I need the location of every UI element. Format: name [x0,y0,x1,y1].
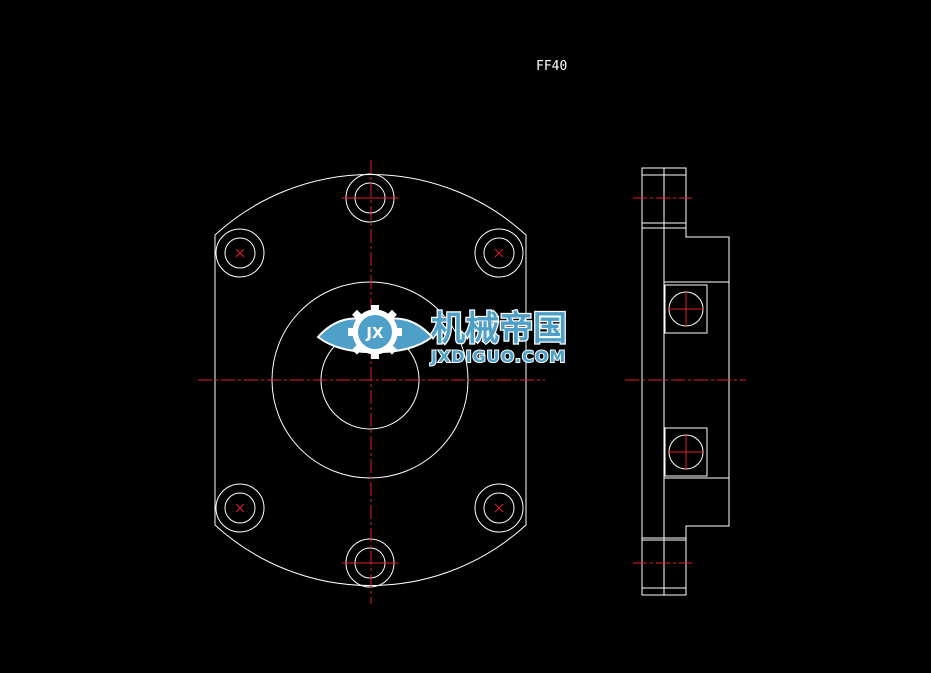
gear-icon: JX [348,305,402,359]
bearing-pocket-bottom [664,427,708,477]
bearing-pocket-top [664,284,708,334]
bolt-hole-upper-right [474,228,524,278]
drawing-title: FF40 [536,59,567,74]
emblem-text: JX [365,324,384,342]
bolt-hole-lower-left [215,483,265,533]
watermark-logo: JX 机械帝国 JXDIGUO.COM [316,305,568,367]
side-outline [641,167,730,596]
bolt-hole-lower-right [474,483,524,533]
side-view [625,167,746,596]
bolt-center-marks [235,197,504,564]
front-view [198,160,545,604]
logo-english-text: JXDIGUO.COM [430,347,566,366]
logo-chinese-text: 机械帝国 [431,309,567,349]
flange-outline [214,173,527,587]
bolt-hole-upper-left [215,228,265,278]
